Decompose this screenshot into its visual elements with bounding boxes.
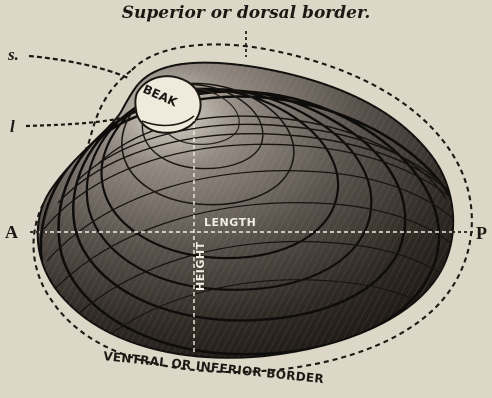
length-label: LENGTH — [204, 216, 256, 229]
l-pointer-line — [26, 118, 122, 126]
height-label: HEIGHT — [194, 241, 207, 291]
superior-border-label: Superior or dorsal border. — [122, 3, 371, 23]
s-pointer-line — [29, 56, 128, 78]
anterior-label: A — [5, 222, 18, 242]
posterior-label: P — [476, 223, 487, 243]
l-label: l — [10, 117, 15, 136]
s-label: s. — [7, 45, 19, 64]
